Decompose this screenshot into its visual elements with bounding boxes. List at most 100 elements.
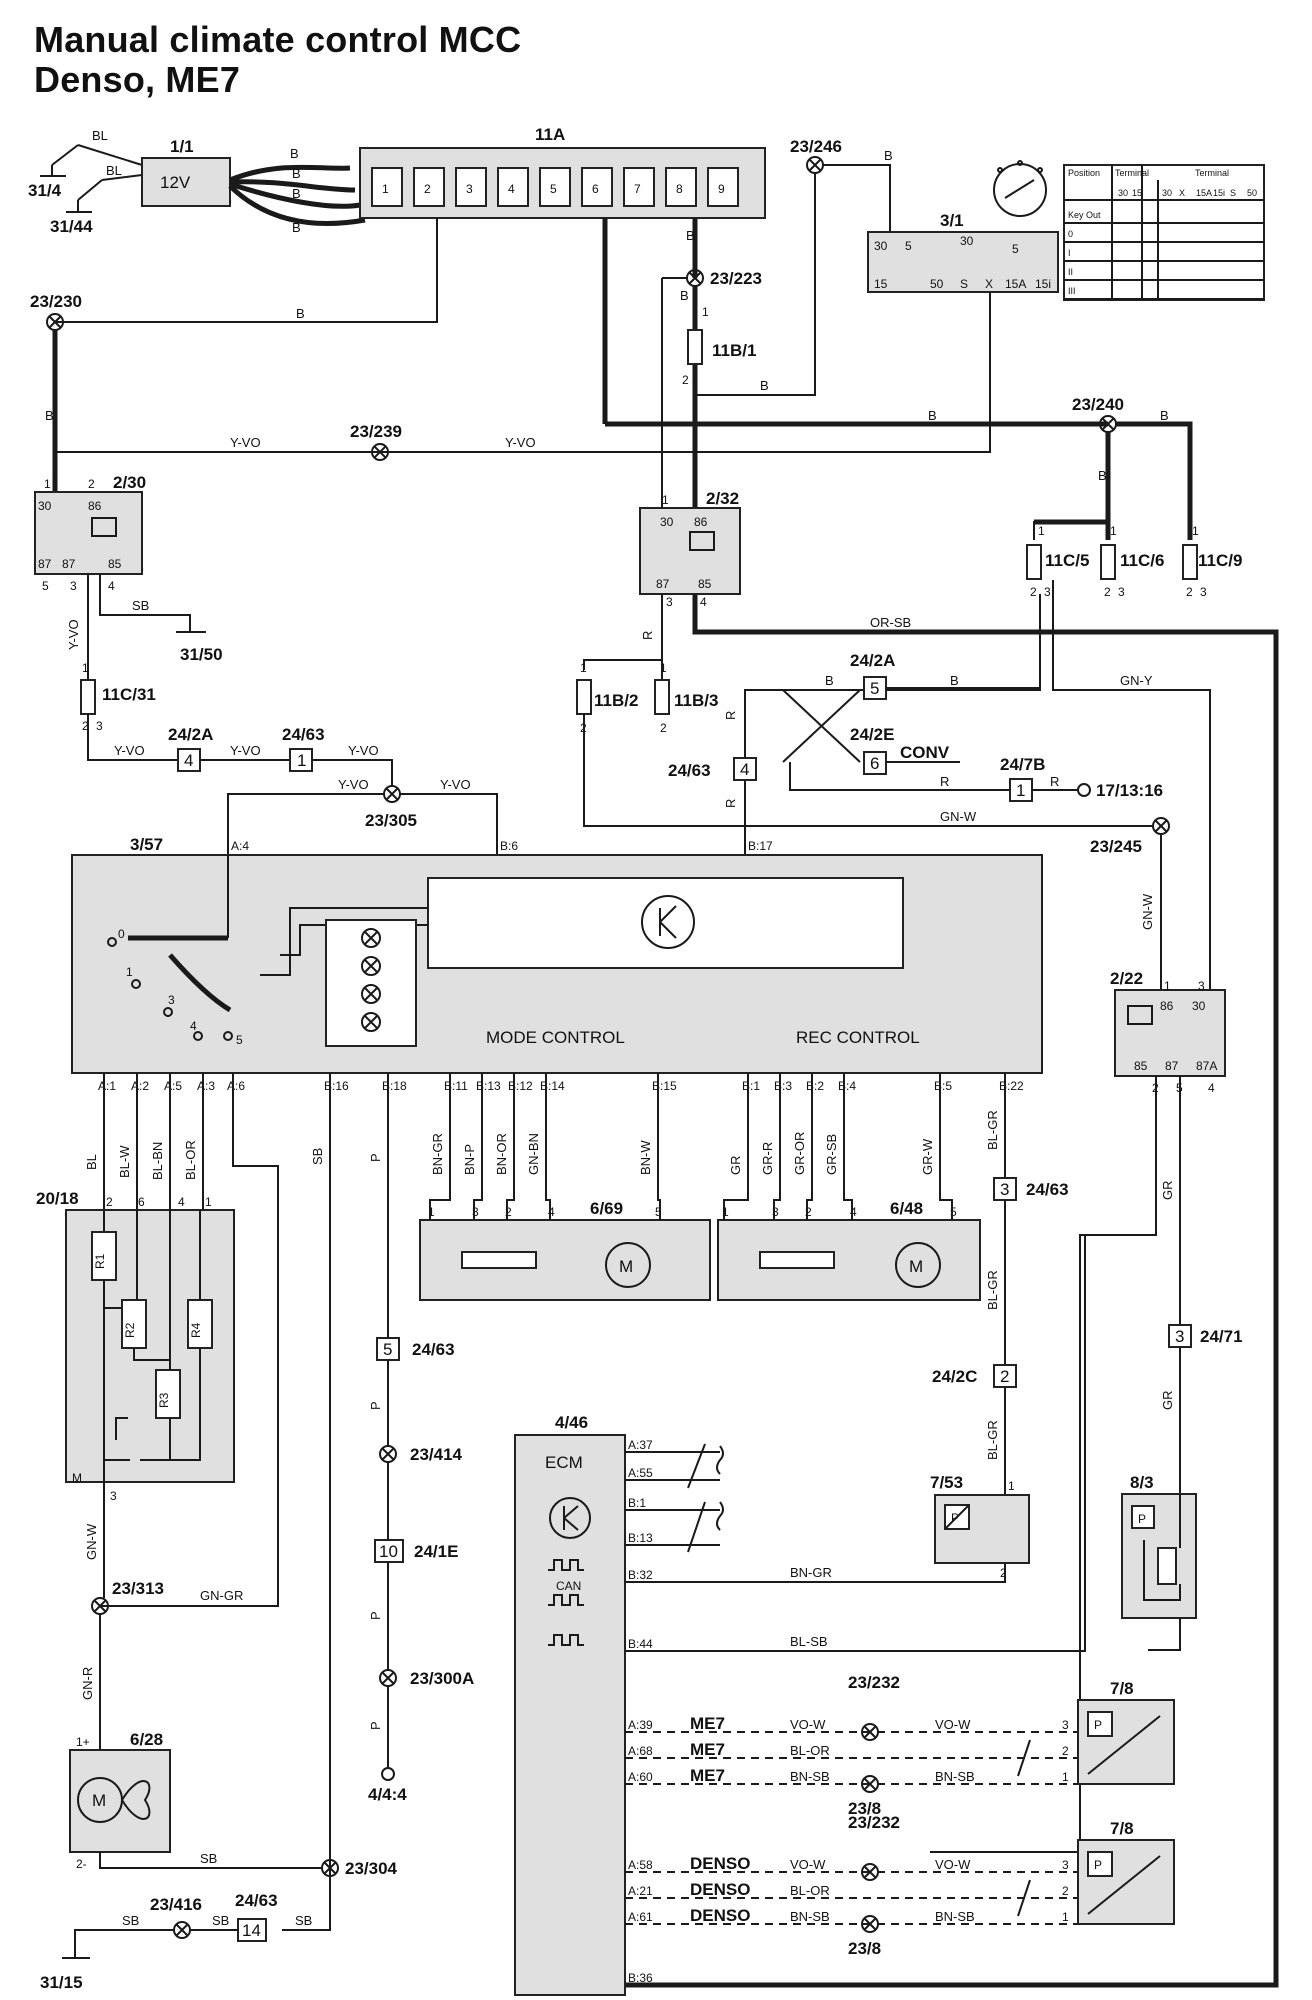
svg-text:GR: GR bbox=[1160, 1391, 1175, 1411]
sensor-pin-number: 2 bbox=[1062, 1744, 1069, 1758]
svg-text:4: 4 bbox=[190, 1019, 197, 1033]
module-pin-label: A:3 bbox=[197, 1079, 215, 1093]
svg-text:Y-VO: Y-VO bbox=[230, 743, 261, 758]
connector-24-63-blgr: 3 24/63 bbox=[993, 1177, 1069, 1201]
svg-text:Y-VO: Y-VO bbox=[114, 743, 145, 758]
svg-text:23/230: 23/230 bbox=[30, 292, 82, 311]
svg-text:2: 2 bbox=[1000, 1566, 1007, 1580]
motor-wire bbox=[429, 1073, 451, 1220]
svg-text:24/7B: 24/7B bbox=[1000, 755, 1045, 774]
ecm-can-lines bbox=[625, 1443, 724, 1553]
ground-31-15: 31/15 bbox=[40, 1957, 90, 1992]
svg-text:B: B bbox=[290, 146, 299, 161]
module-pin-label: B:16 bbox=[324, 1079, 349, 1093]
wire-color-label: BN-OR bbox=[494, 1133, 509, 1175]
svg-text:20/18: 20/18 bbox=[36, 1189, 79, 1208]
wire-color-label: BN-SB bbox=[790, 1769, 830, 1784]
svg-text:11B/1: 11B/1 bbox=[712, 341, 756, 360]
svg-text:B: B bbox=[292, 220, 301, 235]
table-row-label: II bbox=[1068, 267, 1073, 277]
svg-text:M: M bbox=[72, 1471, 82, 1485]
module-pin-label: B:1 bbox=[742, 1079, 760, 1093]
ground-label-31-4: 31/4 bbox=[28, 181, 62, 200]
module-pin-label: B:18 bbox=[382, 1079, 407, 1093]
svg-text:P: P bbox=[1138, 1512, 1146, 1526]
svg-text:2: 2 bbox=[682, 373, 689, 387]
motor-wire bbox=[473, 1073, 483, 1220]
wire-color-label: GR-W bbox=[920, 1138, 935, 1175]
svg-text:31/15: 31/15 bbox=[40, 1973, 83, 1992]
svg-text:2-: 2- bbox=[76, 1857, 87, 1871]
ecm-pin-label: B:1 bbox=[628, 1496, 646, 1510]
resistor-r4: R4 bbox=[189, 1322, 203, 1338]
svg-text:BL-W: BL-W bbox=[117, 1145, 132, 1178]
splice-icon bbox=[861, 1915, 879, 1933]
connector-24-71: 3 24/71 bbox=[1168, 1324, 1243, 1348]
splice-cross bbox=[863, 1917, 877, 1931]
svg-text:1: 1 bbox=[1038, 524, 1045, 538]
ref-17-13-16: 17/13:16 bbox=[1077, 781, 1163, 800]
motor-wire bbox=[657, 1073, 661, 1220]
svg-text:4/4:4: 4/4:4 bbox=[368, 1785, 407, 1804]
wire-color-label: GR-R bbox=[760, 1142, 775, 1175]
svg-text:P: P bbox=[368, 1401, 383, 1410]
svg-text:B: B bbox=[1098, 468, 1107, 483]
svg-text:2: 2 bbox=[82, 719, 89, 733]
module-pin-label: B:2 bbox=[806, 1079, 824, 1093]
svg-text:GN-W: GN-W bbox=[84, 1523, 99, 1560]
ecm-pin-label: B:36 bbox=[628, 1971, 653, 1985]
splice-23-245: 23/245 bbox=[1090, 817, 1170, 856]
svg-text:P: P bbox=[1094, 1858, 1102, 1872]
svg-text:24/2A: 24/2A bbox=[850, 651, 895, 670]
svg-text:85: 85 bbox=[108, 557, 122, 571]
svg-text:87: 87 bbox=[1165, 1059, 1179, 1073]
wire-color-label: BN-SB bbox=[790, 1909, 830, 1924]
splice-23-239: 23/239 bbox=[350, 422, 402, 461]
svg-text:24/63: 24/63 bbox=[1026, 1180, 1069, 1199]
ecm-4-46: 4/46 ECM CAN bbox=[514, 1413, 626, 1996]
ecm-variant-label: ME7 bbox=[690, 1714, 725, 1733]
svg-text:5: 5 bbox=[42, 579, 49, 593]
connector-24-2c: 2 24/2C bbox=[932, 1364, 1017, 1388]
shield-mark bbox=[1017, 1879, 1031, 1917]
splice-23-304: 23/304 bbox=[321, 1859, 398, 1878]
module-pin-label: B:17 bbox=[748, 839, 773, 853]
svg-text:87A: 87A bbox=[1196, 1059, 1217, 1073]
svg-text:1: 1 bbox=[297, 751, 306, 770]
svg-text:87: 87 bbox=[62, 557, 76, 571]
svg-text:85: 85 bbox=[698, 577, 712, 591]
ground-31-50: 31/50 bbox=[176, 631, 223, 664]
ecm-pin-label: A:61 bbox=[628, 1910, 653, 1924]
connector-24-1e: 10 24/1E bbox=[374, 1539, 458, 1563]
splice-cross bbox=[863, 1777, 877, 1791]
connector-24-63-bottom: 14 24/63 bbox=[235, 1891, 278, 1942]
svg-text:M: M bbox=[92, 1791, 106, 1810]
svg-text:B: B bbox=[686, 228, 695, 243]
svg-text:6: 6 bbox=[138, 1195, 145, 1209]
wire-color-label: VO-W bbox=[935, 1717, 971, 1732]
svg-text:87: 87 bbox=[38, 557, 52, 571]
lamp-cross bbox=[364, 987, 378, 1001]
svg-text:1: 1 bbox=[1192, 524, 1199, 538]
fuse-slot-number: 2 bbox=[424, 182, 431, 196]
table-header: Terminal bbox=[1195, 168, 1229, 178]
fuse-slot bbox=[455, 167, 487, 207]
fuse-slot-number: 3 bbox=[466, 182, 473, 196]
svg-text:GR: GR bbox=[1160, 1181, 1175, 1201]
svg-text:2/30: 2/30 bbox=[113, 473, 146, 492]
svg-text:B: B bbox=[296, 306, 305, 321]
fuse-slot-number: 4 bbox=[508, 182, 515, 196]
svg-text:3: 3 bbox=[1044, 585, 1051, 599]
svg-text:B: B bbox=[1160, 408, 1169, 423]
svg-text:30: 30 bbox=[874, 239, 888, 253]
ground-31-4: 31/4 bbox=[28, 144, 79, 200]
indicator-lamp-icon bbox=[361, 956, 381, 976]
fuse-11b-2: 11B/2 12 bbox=[576, 661, 638, 735]
svg-text:23/300A: 23/300A bbox=[410, 1669, 474, 1688]
splice-label: 23/8 bbox=[848, 1939, 881, 1958]
svg-text:Y-VO: Y-VO bbox=[230, 435, 261, 450]
indicator-lamp-icon bbox=[361, 1012, 381, 1032]
